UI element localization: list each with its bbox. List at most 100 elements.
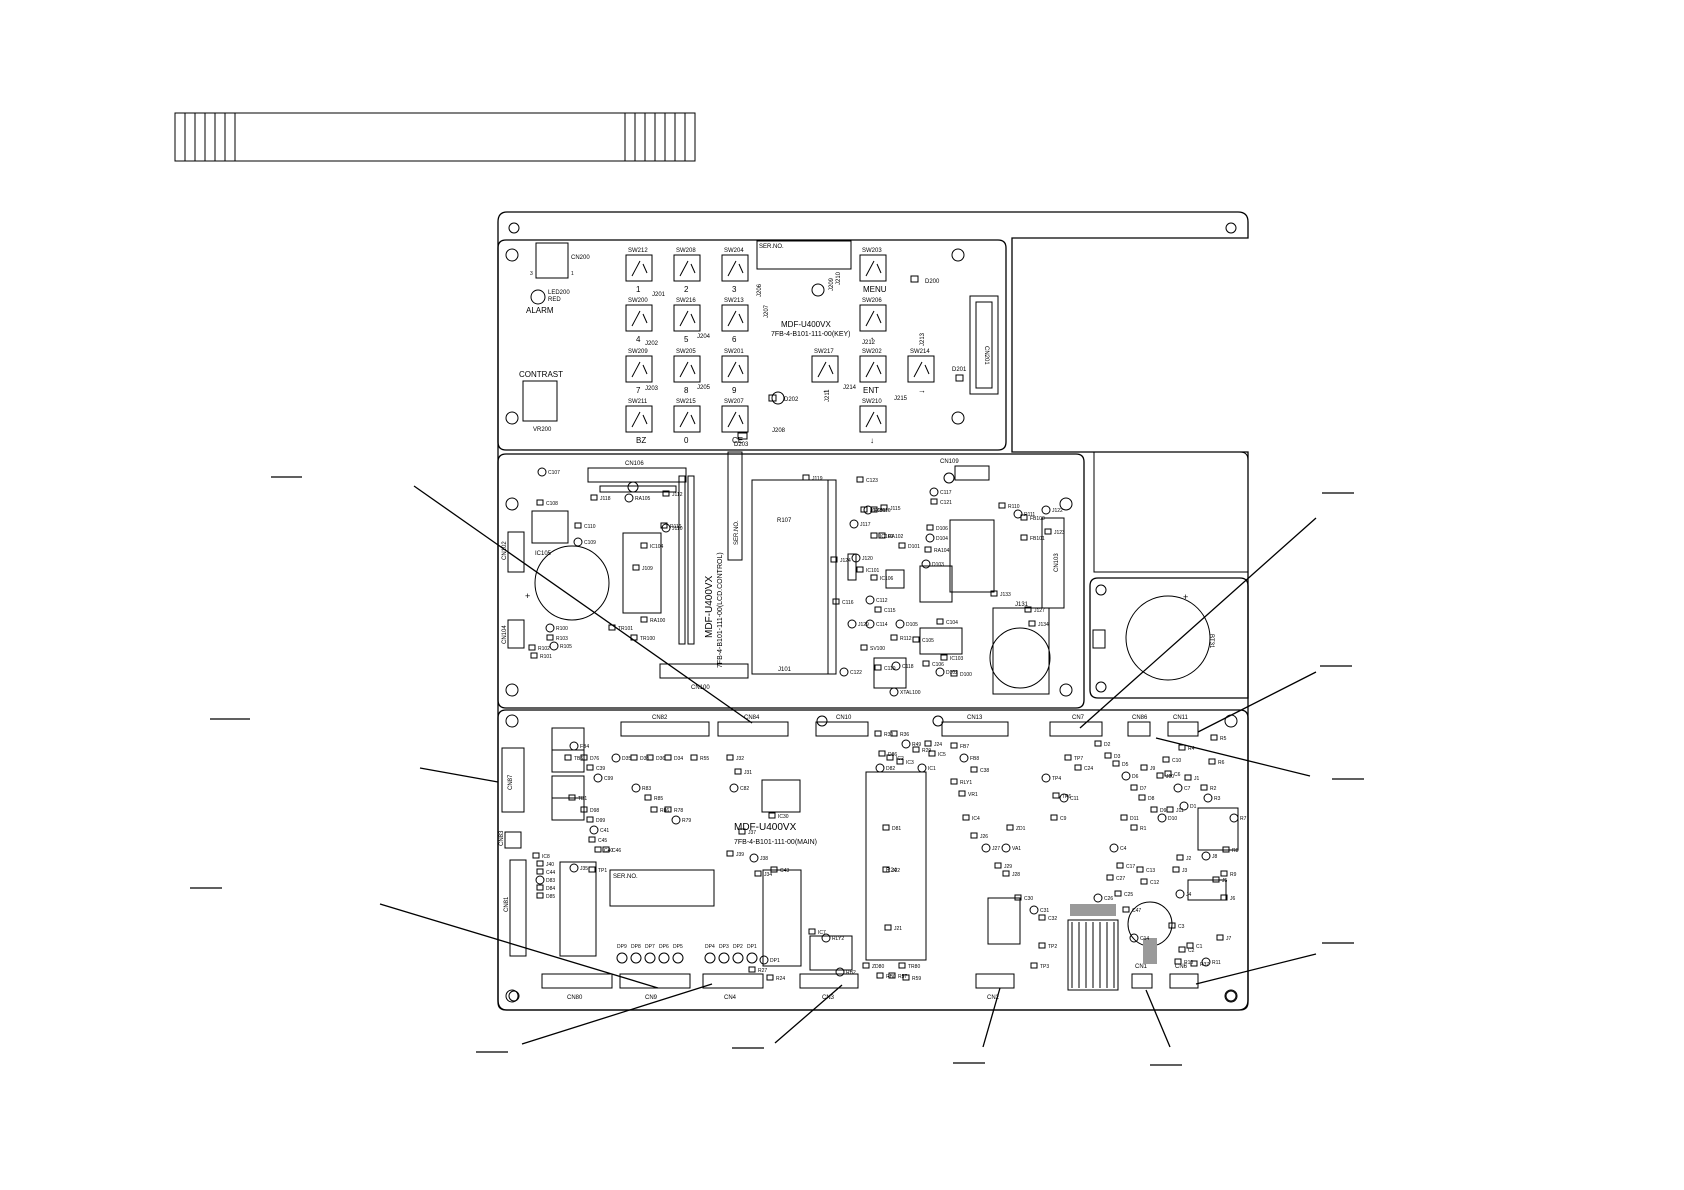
main-part-ref: TP3 xyxy=(1040,964,1049,970)
main-component: R49 xyxy=(901,739,921,749)
ctrl-part-ref: C123 xyxy=(866,478,878,484)
main-component: J31 xyxy=(734,768,752,776)
main-component: J29 xyxy=(994,862,1012,870)
main-part-ref: C17 xyxy=(1126,864,1135,870)
main-connector: CN82 xyxy=(652,715,668,721)
main-part-ref: C13 xyxy=(1146,868,1155,874)
main-part-ref: C30 xyxy=(1024,896,1033,902)
main-component: R1 xyxy=(1130,824,1147,832)
vr200-pot xyxy=(522,380,558,422)
ctrl-part-ref: IC102 xyxy=(880,534,894,540)
main-part-ref: R11 xyxy=(1212,960,1221,966)
main-part-ref: C27 xyxy=(1116,876,1125,882)
dp-led-label: DP6 xyxy=(659,944,669,950)
cn201-label: CN201 xyxy=(983,346,989,365)
ctrl-part-ref: R101 xyxy=(540,654,552,660)
ctrl-connector: CN109 xyxy=(940,459,959,465)
switch-id: SW210 xyxy=(862,399,882,405)
main-part-ref: C46 xyxy=(612,848,621,854)
key-part-ref: J202 xyxy=(645,341,659,347)
ctrl-part-ref: RA102 xyxy=(888,534,904,540)
main-part-ref: J35 xyxy=(580,866,588,872)
ctrl-part-ref: RA105 xyxy=(635,496,651,502)
main-component: J2 xyxy=(1176,854,1192,862)
main-connector: CN1 xyxy=(1135,964,1148,970)
keypad-switches: SW2121SW2082SW2043SW203MENUSW2004SW2165S… xyxy=(625,248,935,445)
main-component: R9 xyxy=(1220,870,1237,878)
main-part-ref: J32 xyxy=(736,756,744,762)
ctrl-plus: + xyxy=(525,591,530,601)
main-component: R78 xyxy=(664,806,683,814)
ctrl-component: IC103 xyxy=(940,654,964,662)
main-part-ref: J24 xyxy=(934,742,942,748)
switch-label: 6 xyxy=(732,335,737,344)
battery-cell xyxy=(1125,595,1211,681)
switch-label: ↑ xyxy=(870,335,874,344)
ctrl-component: D104 xyxy=(925,533,948,543)
ctrl-part-ref: J112 xyxy=(672,492,683,498)
switch-id: SW206 xyxy=(862,298,882,304)
main-component: C41 xyxy=(589,825,609,835)
main-connector: CN80 xyxy=(567,995,583,1001)
main-part-ref: R2 xyxy=(1210,786,1217,792)
ctrl-part-ref: C108 xyxy=(546,501,558,507)
ctrl-component: IC106 xyxy=(870,574,894,582)
main-connector: CN6 xyxy=(1175,964,1188,970)
main-component: D84 xyxy=(536,884,555,892)
main-component: J3 xyxy=(1172,866,1188,874)
ctrl-part-ref: TR101 xyxy=(618,626,633,632)
main-part-ref: J9 xyxy=(1150,766,1156,772)
heatsink-fins xyxy=(1071,922,1115,988)
main-component: D2 xyxy=(1094,740,1111,748)
main-part-ref: J21 xyxy=(894,926,902,932)
main-component: J38 xyxy=(749,853,768,863)
key-part-ref: J206 xyxy=(757,283,763,297)
ctrl-component: J124 xyxy=(830,556,851,564)
main-component: C4 xyxy=(1109,843,1127,853)
led200-label: LED200 xyxy=(548,290,570,296)
main-component: J24 xyxy=(924,740,942,748)
key-part-ref: J209 xyxy=(829,277,835,291)
switch-id: SW213 xyxy=(724,298,744,304)
ctrl-connector: CN100 xyxy=(691,685,710,691)
main-component: IC7 xyxy=(808,928,826,936)
main-component: D34 xyxy=(664,754,683,762)
dp-led-label: DP4 xyxy=(705,944,715,950)
bz100-buzzer xyxy=(534,545,610,621)
main-part-ref: D99 xyxy=(596,818,605,824)
ctrl-part-ref: D105 xyxy=(906,622,918,628)
main-part-ref: C39 xyxy=(596,766,605,772)
main-part-ref: J5 xyxy=(1222,878,1228,884)
ctrl-component: E101 xyxy=(863,505,886,515)
main-part-ref: TP1 xyxy=(598,868,607,874)
switch-label: 9 xyxy=(732,386,737,395)
main-part-ref: C6 xyxy=(1174,772,1181,778)
main-part-ref: C82 xyxy=(740,786,749,792)
main-component: D6 xyxy=(1121,771,1139,781)
key-part-ref: J210 xyxy=(836,271,842,285)
ctrl-part-ref: R103 xyxy=(556,636,568,642)
ctrl-part-ref: J127 xyxy=(1034,608,1045,614)
main-component: TP3 xyxy=(1030,962,1049,970)
main-component: C1 xyxy=(1186,942,1203,950)
main-component: C7 xyxy=(1173,783,1191,793)
main-component: IC3 xyxy=(896,758,914,766)
main-part-ref: J11 xyxy=(1176,808,1184,814)
main-component: D7 xyxy=(1130,784,1147,792)
dp-led: DP9 xyxy=(616,944,628,964)
main-part-ref: IC1 xyxy=(928,766,936,772)
main-component: J27 xyxy=(981,843,1000,853)
main-component: TP1 xyxy=(588,866,607,874)
ctrl-component: R102 xyxy=(528,644,550,652)
ctrl-component: C122 xyxy=(839,667,862,677)
ctrl-component: C109 xyxy=(573,537,596,547)
main-part-ref: D33 xyxy=(640,756,649,762)
ctrl-component: C107 xyxy=(537,467,560,477)
main-component: C32 xyxy=(1038,914,1057,922)
switch-label: 1 xyxy=(636,285,641,294)
main-part-ref: DP1 xyxy=(770,958,780,964)
main-component: D33 xyxy=(630,754,649,762)
